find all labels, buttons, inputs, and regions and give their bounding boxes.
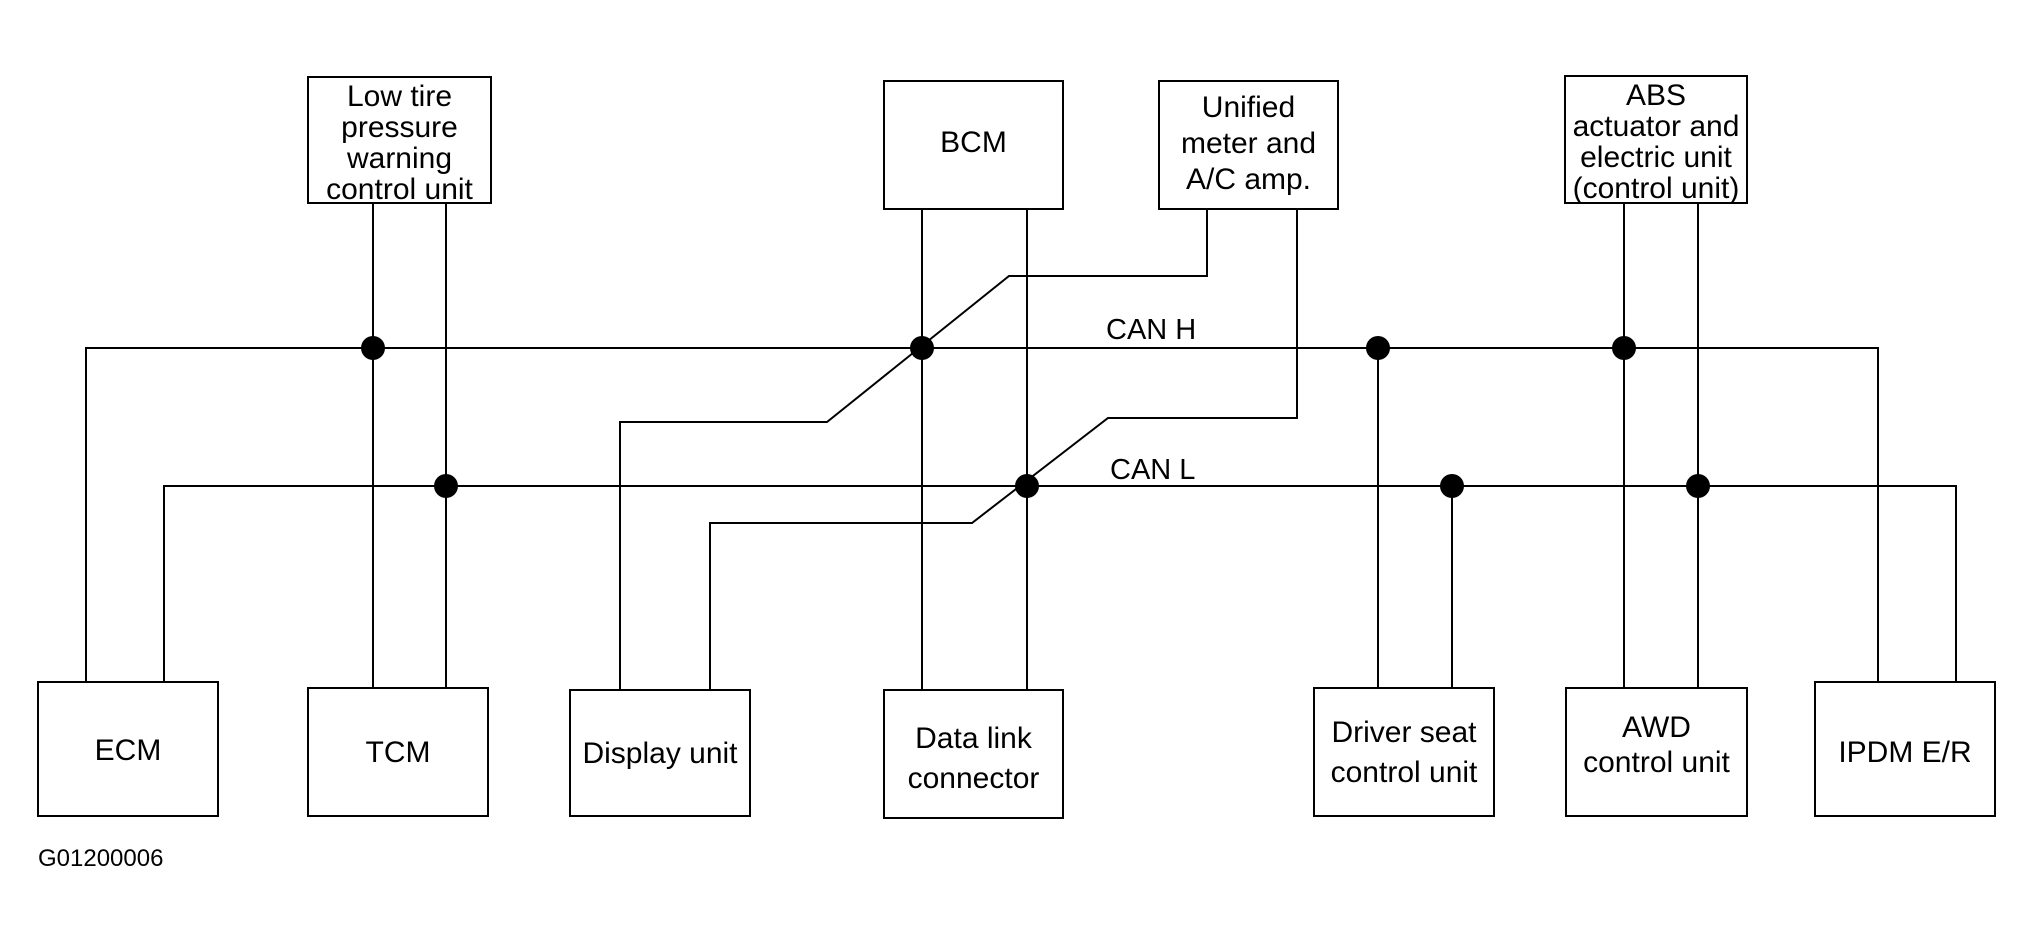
unit-label: ABS [1626,79,1686,112]
display-unit: Display unit [569,689,751,817]
unit-label: BCM [940,126,1007,159]
unit-label: warning [346,142,452,175]
unit-label: Unified [1202,91,1295,124]
junction-node [361,336,385,360]
unit-label: A/C amp. [1186,163,1311,196]
junction-node [1015,474,1039,498]
abs-unit: ABS actuator and electric unit (control … [1564,75,1748,205]
bcm-unit: BCM [883,80,1064,210]
unit-label: electric unit [1580,141,1732,174]
awd-unit: AWD control unit [1565,687,1748,817]
unit-label: TCM [366,736,431,769]
branch-wires [372,203,1699,690]
junction-node [910,336,934,360]
unit-label: meter and [1181,127,1316,160]
tcm-unit: TCM [307,687,489,817]
junction-node [434,474,458,498]
can-l-bus [163,485,1957,682]
figure-id: G01200006 [38,845,163,872]
unit-label: control unit [326,173,473,206]
unit-label: Data link [915,722,1033,755]
unit-label: AWD [1622,711,1691,744]
ecm-unit: ECM [37,681,219,817]
unit-label: Display unit [582,737,738,770]
low-tire-pressure-unit: Low tire pressure warning control unit [307,76,492,206]
data-link-connector: Data link connector [883,689,1064,819]
unit-label: connector [908,762,1040,795]
unit-label: Low tire [347,80,452,113]
unit-label: actuator and [1573,110,1740,143]
ipdm-unit: IPDM E/R [1814,681,1996,817]
junction-node [1366,336,1390,360]
junction-node [1440,474,1464,498]
junction-node [1612,336,1636,360]
can-l-label: CAN L [1110,454,1195,486]
can-h-bus [85,347,1879,682]
unit-label: control unit [1583,746,1730,779]
unit-label: (control unit) [1573,172,1740,205]
unified-meter-unit: Unified meter and A/C amp. [1158,80,1339,210]
unit-label: control unit [1331,756,1478,789]
can-h-label: CAN H [1106,314,1196,346]
unit-label: Driver seat [1331,716,1477,749]
unit-label: IPDM E/R [1838,736,1971,769]
driver-seat-unit: Driver seat control unit [1313,687,1495,817]
junction-nodes [361,336,1710,498]
unit-label: ECM [95,734,162,767]
junction-node [1686,474,1710,498]
unit-label: pressure [341,111,458,144]
